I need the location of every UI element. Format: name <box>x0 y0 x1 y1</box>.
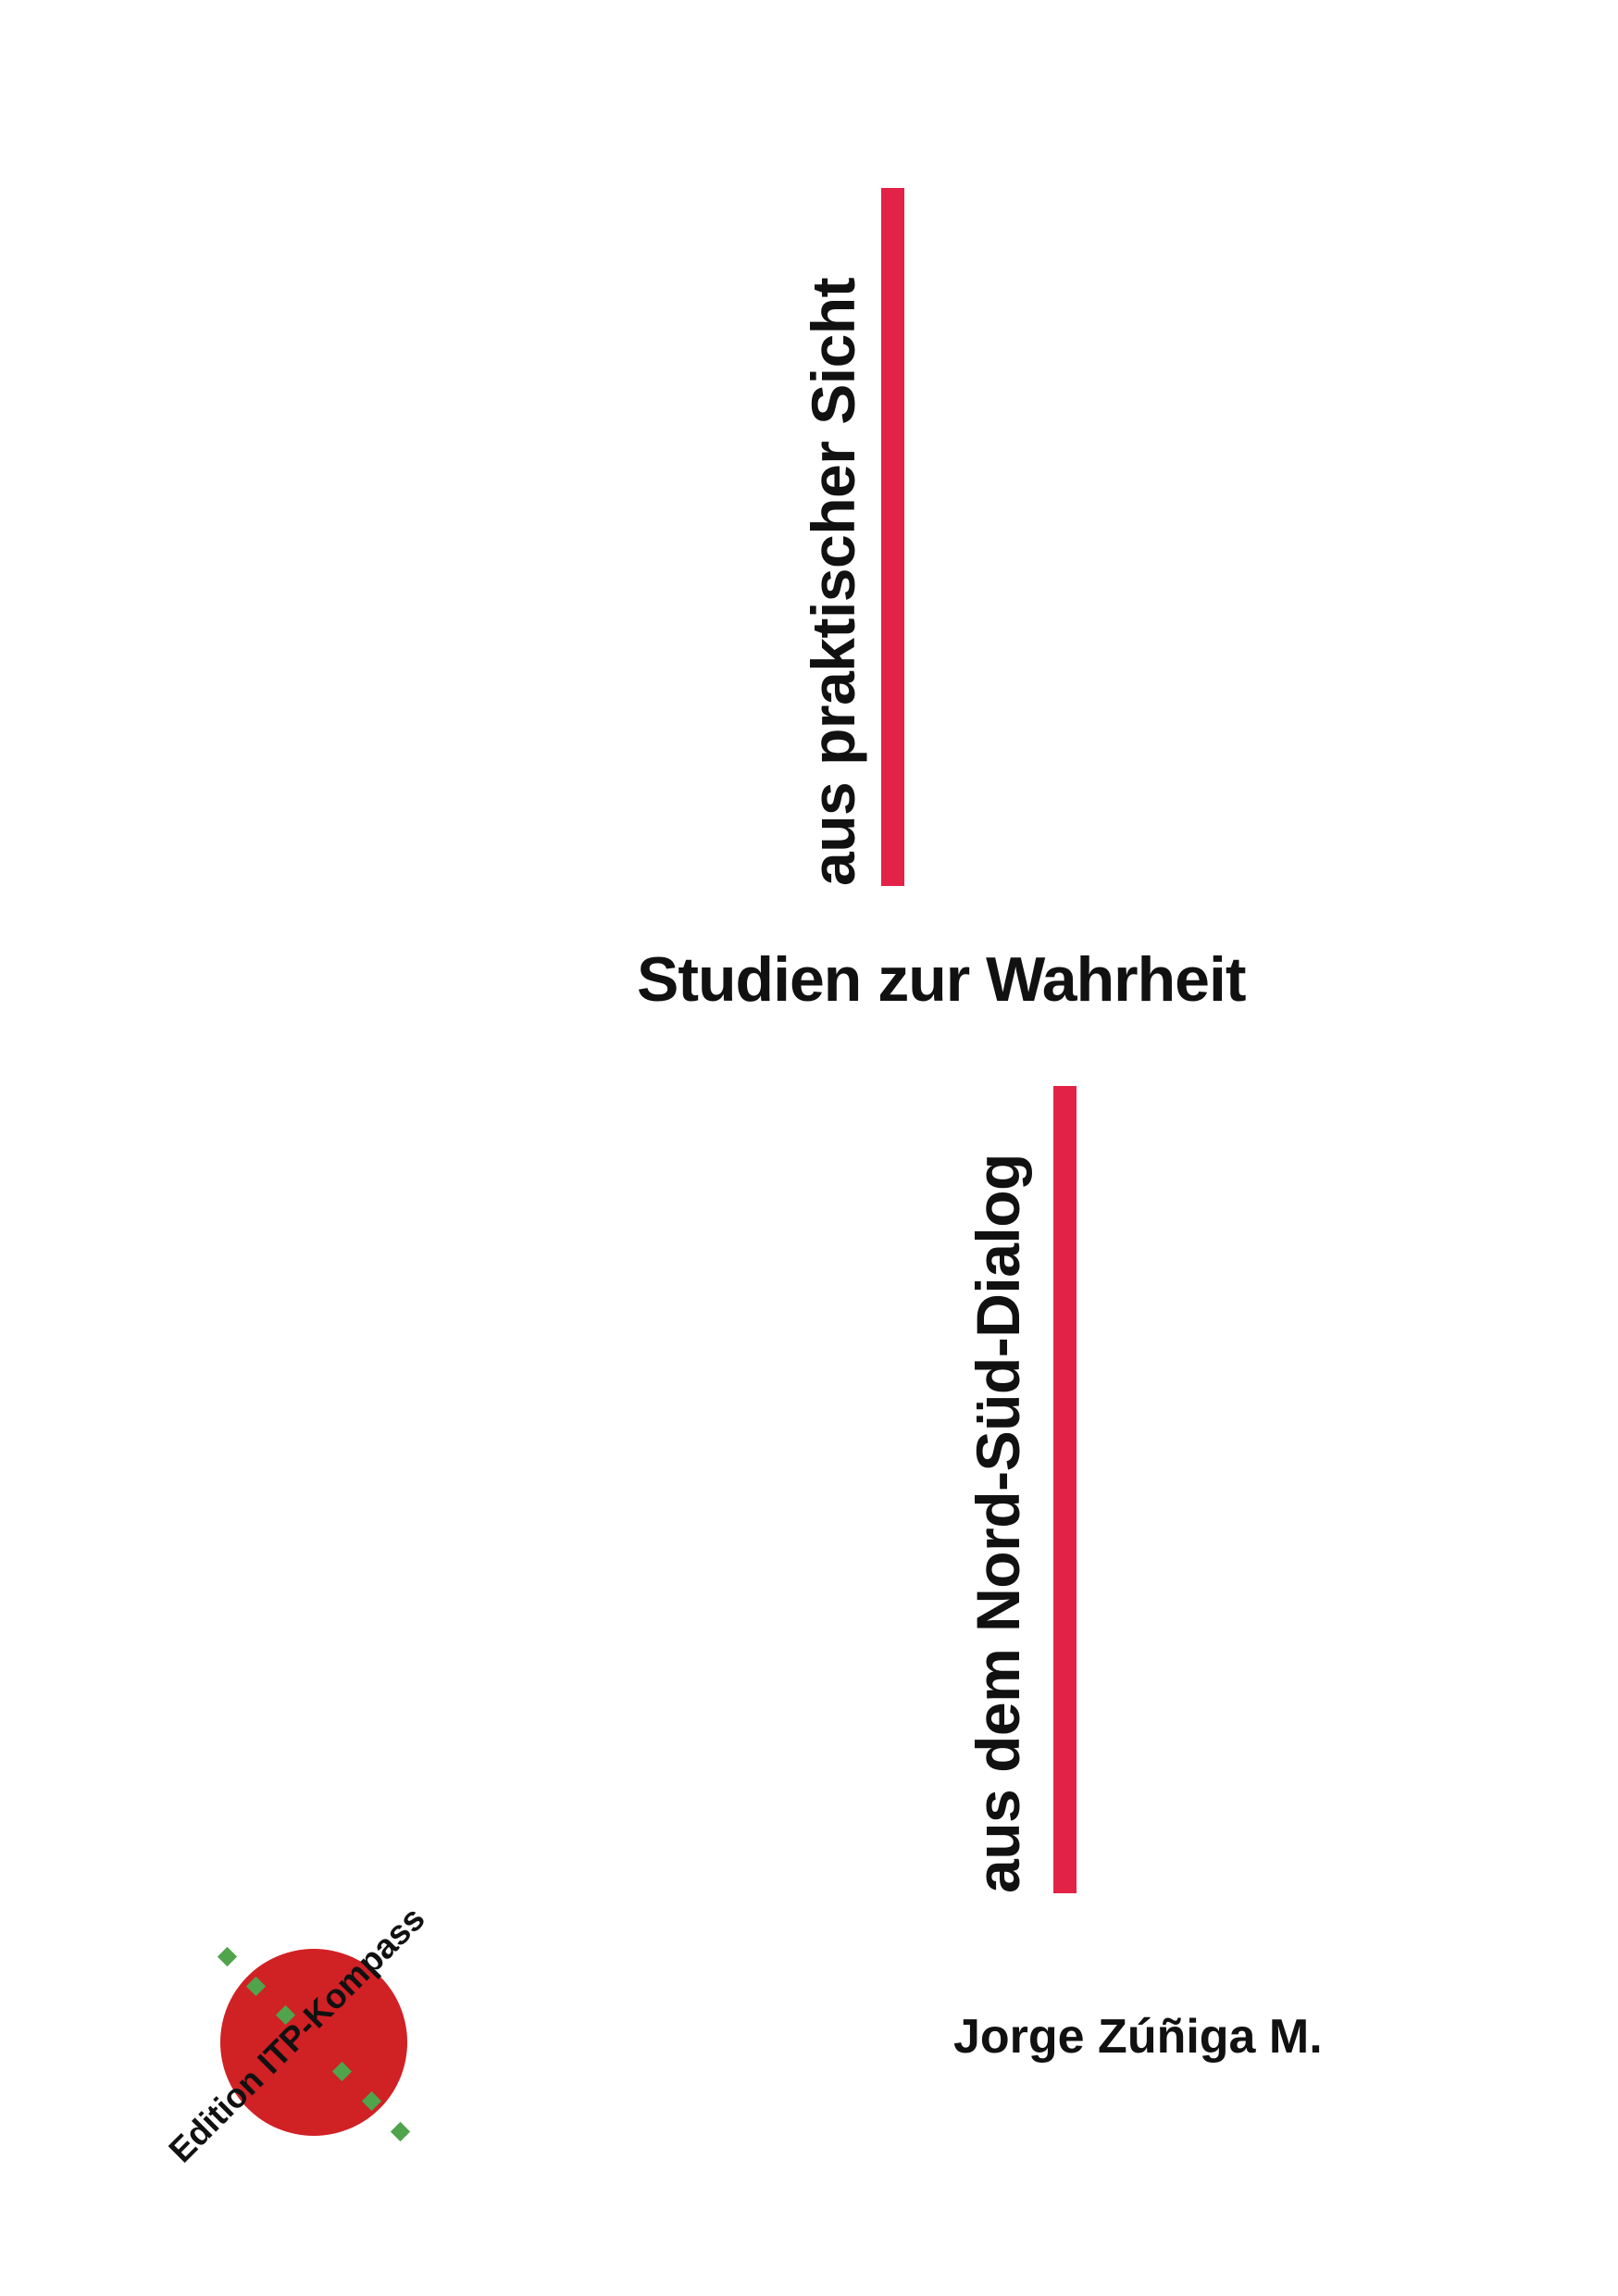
book-title: Studien zur Wahrheit <box>637 944 1246 1015</box>
logo-diamond-icon <box>390 2121 411 2142</box>
red-bar-top <box>881 188 904 886</box>
logo-diamond-icon <box>217 1946 238 1967</box>
author-name: Jorge Zúñiga M. <box>953 2010 1323 2064</box>
subtitle-bottom-vertical: aus dem Nord-Süd-Dialog <box>964 1154 1032 1893</box>
subtitle-top-vertical: aus praktischer Sicht <box>799 277 867 886</box>
red-bar-bottom <box>1053 1086 1077 1893</box>
